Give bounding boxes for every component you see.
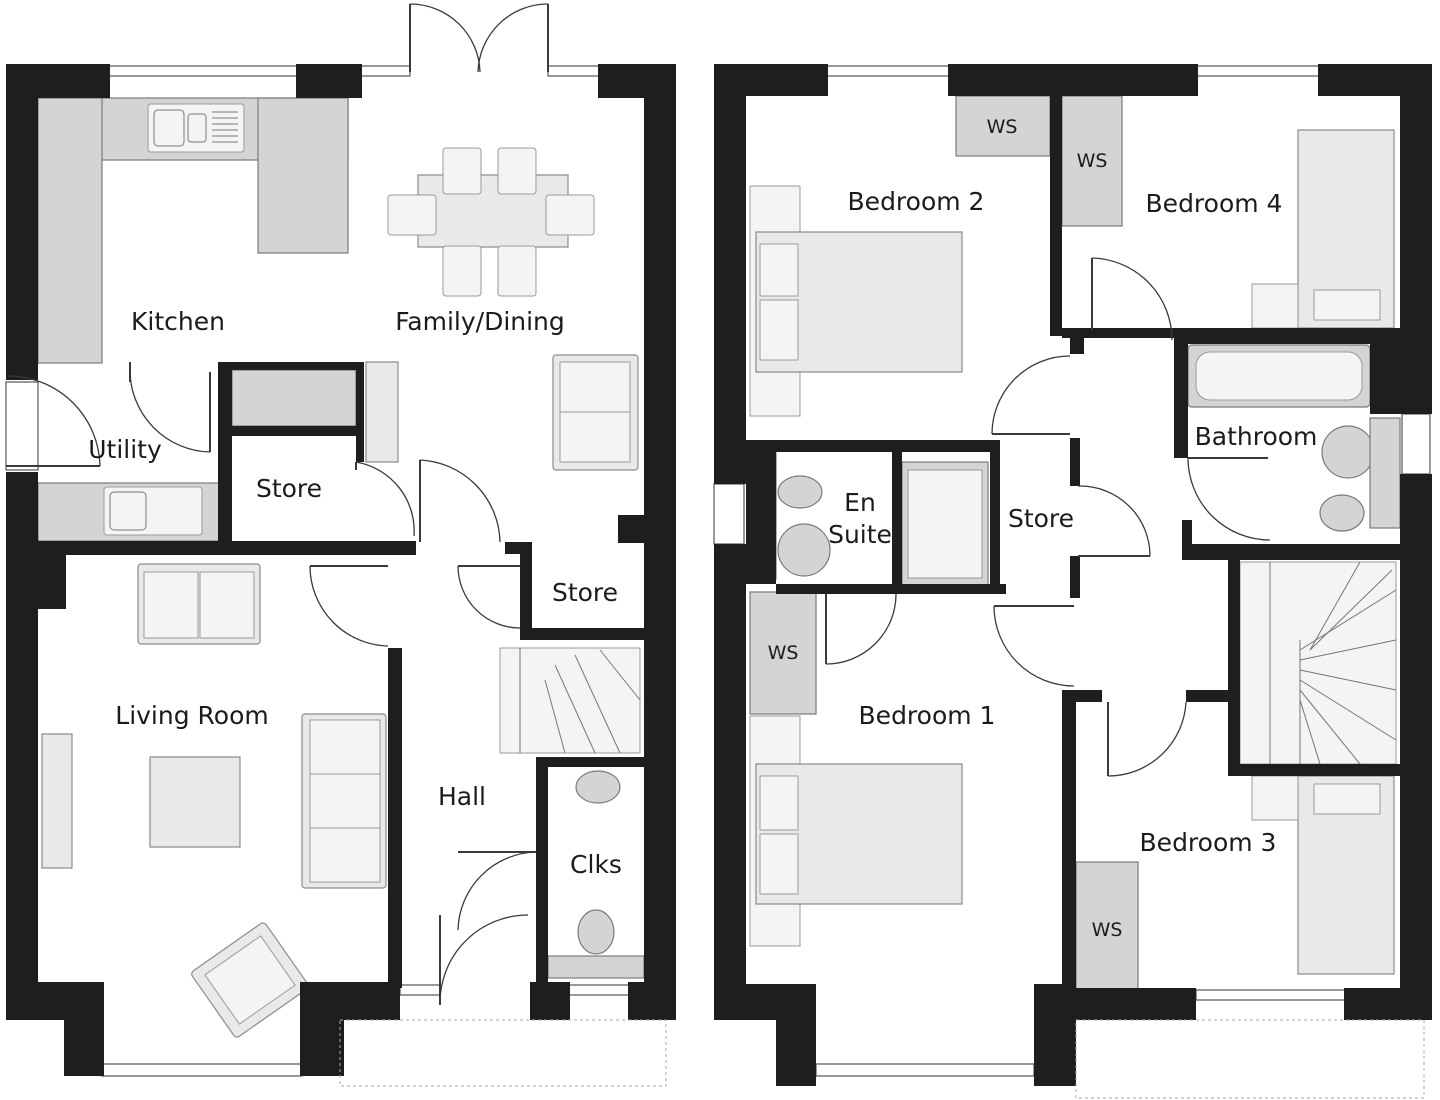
room-label-family-dining: Family/Dining (395, 307, 565, 336)
cistern-icon (547, 955, 645, 979)
toilet-icon (577, 909, 615, 955)
window (1195, 989, 1347, 1001)
bedroom-4-bed-icon (1251, 129, 1395, 329)
window (713, 483, 745, 545)
wardrobe-label: WS (987, 116, 1018, 138)
bay-outline (1075, 1019, 1425, 1099)
room-label-store: Store (1008, 504, 1074, 533)
bathroom-toilet-icon (1319, 494, 1365, 532)
room-label-store: Store (256, 474, 322, 503)
window (825, 65, 951, 77)
bathroom-basin-icon (1321, 425, 1375, 479)
bedroom-3-bed-icon (1251, 775, 1395, 975)
porch-outline (339, 1019, 667, 1087)
radiator-icon (365, 361, 399, 463)
room-label-bedroom-3: Bedroom 3 (1140, 828, 1277, 857)
room-label-bathroom: Bathroom (1195, 422, 1318, 451)
room-label-bedroom-1: Bedroom 1 (859, 701, 996, 730)
window (359, 65, 411, 77)
bath-icon (1187, 344, 1371, 408)
room-label-living-room: Living Room (115, 701, 268, 730)
kitchen-sink-icon (147, 103, 245, 153)
store-shelf (231, 369, 357, 427)
room-label-store: Store (552, 578, 618, 607)
room-label-hall: Hall (438, 782, 486, 811)
first-floor-staircase-icon (1239, 561, 1397, 765)
bedroom-1-bed-icon (749, 715, 963, 947)
wardrobe-label: WS (768, 642, 799, 664)
bathroom-cistern-icon (1369, 417, 1401, 529)
window (567, 984, 631, 996)
wardrobe (955, 95, 1051, 157)
back-door (5, 381, 39, 471)
doors-first (825, 257, 1271, 777)
living-sofa-icon (137, 563, 261, 645)
ground-floor-plan (5, 3, 676, 1087)
first-floor-walls (714, 64, 1432, 1086)
shower-icon (901, 461, 989, 587)
room-label-en-suite: En (844, 488, 876, 517)
window (815, 1063, 1035, 1077)
living-sofa-side-icon (301, 713, 387, 889)
room-label-bedroom-4: Bedroom 4 (1146, 189, 1283, 218)
bedroom-2-bed-icon (749, 185, 963, 417)
dining-table-icon (387, 147, 595, 297)
staircase-icon (499, 647, 641, 754)
sofa-icon (552, 354, 639, 471)
window (101, 1063, 303, 1077)
window (547, 65, 601, 77)
room-labels: Kitchen Family/Dining Utility Store Stor… (88, 116, 1317, 941)
wardrobe-label: WS (1092, 919, 1123, 941)
ensuite-toilet-icon (777, 475, 823, 509)
coffee-table-icon (149, 756, 241, 848)
window (399, 984, 441, 996)
tv-unit-icon (41, 733, 73, 869)
ensuite-basin-icon (777, 523, 831, 577)
window (1401, 413, 1431, 475)
room-label-kitchen: Kitchen (131, 307, 225, 336)
room-label-bedroom-2: Bedroom 2 (848, 187, 985, 216)
room-label-clks: Clks (570, 850, 622, 879)
window (107, 65, 299, 77)
doors-ground (6, 3, 549, 1006)
wardrobe-label: WS (1077, 150, 1108, 172)
basin-icon (575, 770, 621, 804)
window (1195, 65, 1321, 77)
room-label-utility: Utility (88, 435, 162, 464)
armchair-icon (191, 922, 309, 1038)
first-floor-plan (713, 64, 1432, 1099)
room-label-en-suite: Suite (828, 520, 892, 549)
ground-walls (6, 64, 676, 1076)
wardrobe (749, 591, 817, 715)
utility-worktop (37, 482, 221, 542)
